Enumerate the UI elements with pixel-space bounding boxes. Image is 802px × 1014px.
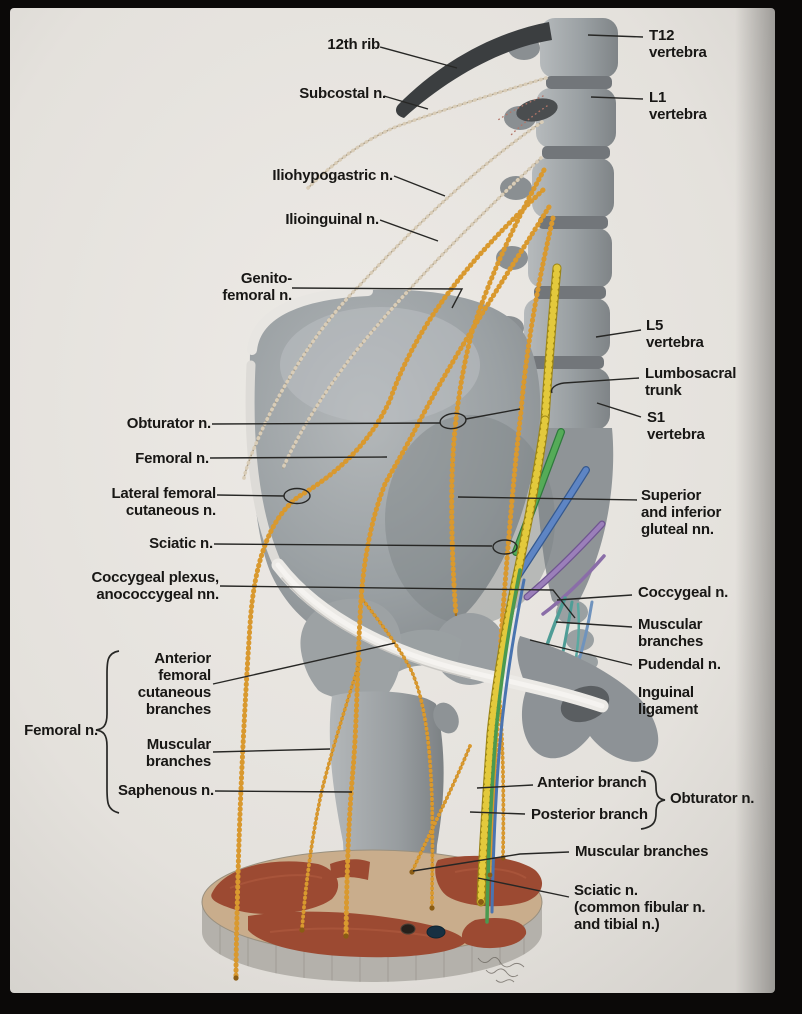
label-12th-rib: 12th rib	[327, 36, 380, 53]
label-iliohypogastric-n: Iliohypogastric n.	[272, 167, 393, 184]
label-sciatic-n-lower: Sciatic n. (common fibular n. and tibial…	[574, 882, 706, 933]
label-coccygeal-n: Coccygeal n.	[638, 584, 729, 601]
label-gluteal-nn: Superior and inferior gluteal nn.	[641, 487, 722, 538]
label-pudendal-n: Pudendal n.	[638, 656, 721, 673]
label-t12-vertebra: T12 vertebra	[649, 27, 707, 61]
label-femoral-n-group: Femoral n.	[24, 722, 98, 739]
label-femoral-n: Femoral n.	[135, 450, 209, 467]
label-coccygeal-plexus: Coccygeal plexus, anococcygeal nn.	[91, 569, 220, 603]
label-obturator-n-group: Obturator n.	[670, 790, 755, 807]
page-edge-shadow	[735, 8, 775, 993]
leader-lines	[209, 34, 644, 898]
label-lumbosacral-trunk: Lumbosacral trunk	[645, 365, 737, 399]
label-l1-vertebra: L1 vertebra	[649, 89, 707, 123]
label-anterior-femoral-cutaneous-branches: Anterior femoral cutaneous branches	[137, 650, 211, 718]
label-anterior-branch: Anterior branch	[537, 774, 647, 791]
pelvis	[245, 286, 555, 650]
inguinal-ligament-band	[271, 558, 609, 713]
label-subcostal-n: Subcostal n.	[299, 85, 386, 102]
label-s1-vertebra: S1 vertebra	[647, 409, 705, 443]
label-posterior-branch: Posterior branch	[531, 806, 648, 823]
label-muscular-branches-femoral: Muscular branches	[145, 736, 211, 770]
label-genitofemoral-n: Genito- femoral n.	[222, 270, 292, 304]
label-sciatic-n: Sciatic n.	[149, 535, 213, 552]
label-inguinal-ligament: Inguinal ligament	[638, 684, 699, 718]
label-obturator-n: Obturator n.	[126, 415, 211, 432]
label-saphenous-n: Saphenous n.	[118, 782, 214, 799]
artist-signature-scribble	[477, 957, 525, 983]
label-muscular-branches-lower: Muscular branches	[575, 843, 709, 860]
label-lateral-femoral-cutaneous-n: Lateral femoral cutaneous n.	[111, 485, 216, 519]
label-muscular-branches-upper: Muscular branches	[638, 616, 704, 650]
label-l5-vertebra: L5 vertebra	[646, 317, 704, 351]
label-ilioinguinal-n: Ilioinguinal n.	[285, 211, 379, 228]
pale-nerves	[242, 76, 548, 480]
nerve-tips	[233, 855, 506, 981]
obturator-brace	[640, 770, 666, 830]
femoral-brace	[95, 650, 120, 814]
